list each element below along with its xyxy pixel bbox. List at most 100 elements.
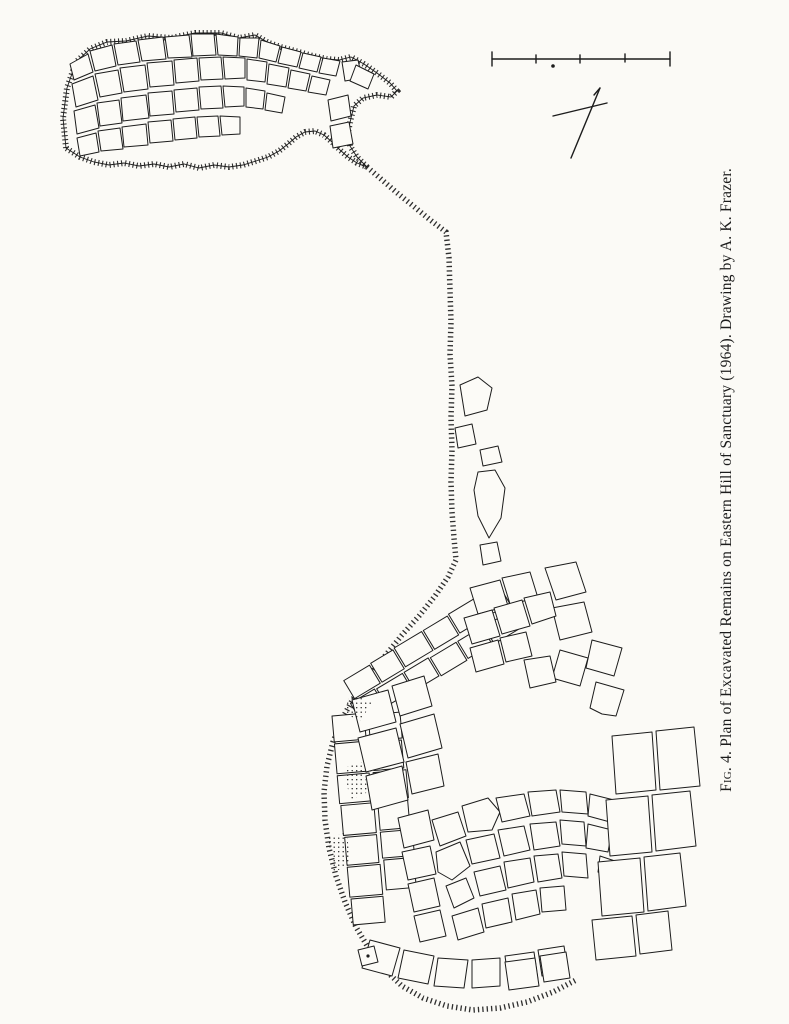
stipple-patch: [344, 694, 372, 722]
stone-block: [399, 713, 443, 759]
stone-block: [222, 85, 245, 108]
stone-block: [69, 53, 94, 81]
north-arrow: [552, 87, 608, 159]
stone-block: [298, 52, 322, 73]
stone-block: [605, 795, 653, 857]
stone-block: [527, 789, 561, 817]
stone-block: [643, 852, 687, 912]
stone-block: [591, 915, 637, 961]
stone-block: [511, 889, 541, 921]
stone-block: [190, 33, 217, 57]
figure-number: Fig. 4.: [718, 750, 735, 792]
stone-block: [146, 60, 175, 88]
stone-block: [539, 885, 567, 913]
stone-block: [343, 664, 381, 700]
stone-block: [499, 631, 533, 663]
stone-block: [198, 56, 224, 81]
stone-block: [120, 94, 150, 122]
stone-block: [655, 726, 701, 791]
stone-block: [121, 123, 149, 148]
stone-block: [73, 104, 100, 135]
stone-block: [407, 877, 441, 913]
stone-block: [433, 957, 469, 989]
stone-block: [397, 809, 435, 849]
stone-block: [94, 69, 123, 98]
stone-block: [651, 790, 697, 852]
stone-block: [76, 132, 100, 157]
stone-block: [544, 561, 587, 601]
stone-block: [401, 845, 437, 881]
stone-block: [71, 75, 99, 108]
stone-block: [585, 639, 623, 677]
corner-slabs: [351, 675, 445, 811]
stone-block: [246, 58, 268, 83]
stone-block: [266, 63, 290, 88]
stone-block: [413, 909, 447, 943]
stone-block: [454, 423, 477, 449]
stone-block: [370, 649, 405, 683]
stone-block: [495, 793, 531, 823]
stone-block: [497, 825, 531, 857]
stone-block: [429, 641, 468, 677]
stone-block: [533, 853, 563, 883]
stone-block: [327, 94, 352, 122]
east-slabs: [591, 726, 701, 961]
stone-block: [611, 731, 657, 795]
stone-block: [393, 631, 434, 668]
stone-block: [461, 797, 501, 833]
mid-slope-stones: [454, 376, 506, 566]
stone-block: [238, 37, 260, 59]
stone-block: [277, 46, 302, 68]
stone-block: [357, 727, 405, 773]
stone-block: [503, 857, 535, 889]
stone-block: [245, 87, 266, 110]
stone-block: [473, 469, 506, 539]
stone-block: [445, 877, 475, 909]
stone-block: [539, 951, 571, 983]
stone-block: [422, 615, 460, 650]
stone-block: [391, 675, 433, 717]
stone-block: [119, 64, 149, 93]
stone-block: [198, 85, 224, 110]
south-fringe-blocks: [397, 809, 447, 943]
east-scatter-stones: [523, 561, 625, 717]
stone-block: [435, 841, 471, 881]
figure-caption-text: Plan of Excavated Remains on Eastern Hil…: [718, 168, 735, 747]
stone-block: [258, 39, 281, 63]
stone-block: [559, 819, 587, 847]
stone-jumble: [431, 789, 633, 941]
stone-block: [504, 957, 540, 991]
stone-block: [551, 601, 593, 641]
stone-block: [350, 895, 386, 926]
stone-block: [215, 33, 239, 57]
arm-head-cluster: [463, 571, 557, 673]
stone-block: [463, 609, 501, 645]
stone-block: [561, 851, 589, 879]
stone-block: [479, 445, 503, 467]
stone-block: [287, 69, 311, 92]
outlier-blocks: [504, 951, 571, 991]
stone-block: [405, 753, 445, 795]
stone-block: [113, 40, 141, 66]
stipple-patch: [328, 832, 352, 872]
stone-block: [493, 599, 531, 635]
stone-block: [465, 833, 501, 865]
stone-block: [523, 655, 557, 689]
stone-block: [431, 811, 467, 847]
stone-block: [164, 34, 193, 59]
stone-block: [137, 36, 167, 62]
stone-block: [469, 639, 505, 673]
stone-block: [307, 75, 331, 96]
stone-block: [551, 649, 589, 687]
stone-block: [585, 823, 613, 853]
stone-block: [459, 376, 493, 417]
stone-block: [451, 907, 485, 941]
stone-block: [89, 44, 117, 72]
stone-block: [172, 116, 198, 141]
stone-block: [147, 90, 175, 117]
stone-block: [96, 99, 123, 127]
figure-caption: Fig. 4. Plan of Excavated Remains on Eas…: [718, 168, 736, 792]
stone-block: [635, 910, 673, 955]
